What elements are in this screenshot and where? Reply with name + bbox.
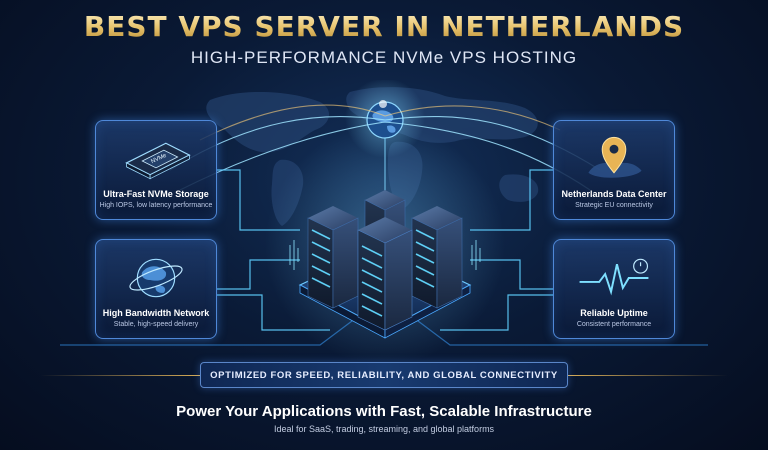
globe-icon [129,258,183,298]
server-rack-left [307,206,359,309]
server-leds [311,229,435,317]
divider-line-right [568,375,728,376]
footer-subline: Ideal for SaaS, trading, streaming, and … [273,424,495,434]
feature-description: Stable, high-speed delivery [113,321,199,328]
heartbeat-icon [579,258,649,296]
feature-title: Netherlands Data Center [561,189,667,199]
page-title: BEST VPS SERVER IN NETHERLANDS [0,10,768,43]
server-rack-front [357,217,413,331]
network-illustration [60,80,708,360]
footer-headline: Power Your Applications with Fast, Scala… [176,403,592,420]
server-rack-right [411,206,463,309]
illustration-scene: NVMe Ultra-Fast NVMe Storage High IOPS, … [0,80,768,360]
map-pin-icon [588,136,642,178]
feature-card-uptime: Reliable Uptime Consistent performance [553,239,675,339]
page-subtitle: HIGH-PERFORMANCE NVMe VPS HOSTING [190,48,578,67]
nvme-drive-icon: NVMe [125,142,191,180]
feature-card-nvme-storage: NVMe Ultra-Fast NVMe Storage High IOPS, … [95,120,217,220]
feature-description: Consistent performance [576,321,652,328]
signal-waves [289,240,481,270]
feature-title: High Bandwidth Network [102,308,210,318]
feature-card-bandwidth: High Bandwidth Network Stable, high-spee… [95,239,217,339]
divider-line-left [40,375,200,376]
feature-description: High IOPS, low latency performance [99,202,213,209]
tagline-banner: OPTIMIZED FOR SPEED, RELIABILITY, AND GL… [200,362,568,388]
circuit-lines [60,169,708,346]
feature-card-data-center: Netherlands Data Center Strategic EU con… [553,120,675,220]
feature-description: Strategic EU connectivity [575,202,653,209]
feature-title: Ultra-Fast NVMe Storage [103,189,209,199]
feature-title: Reliable Uptime [580,308,648,318]
